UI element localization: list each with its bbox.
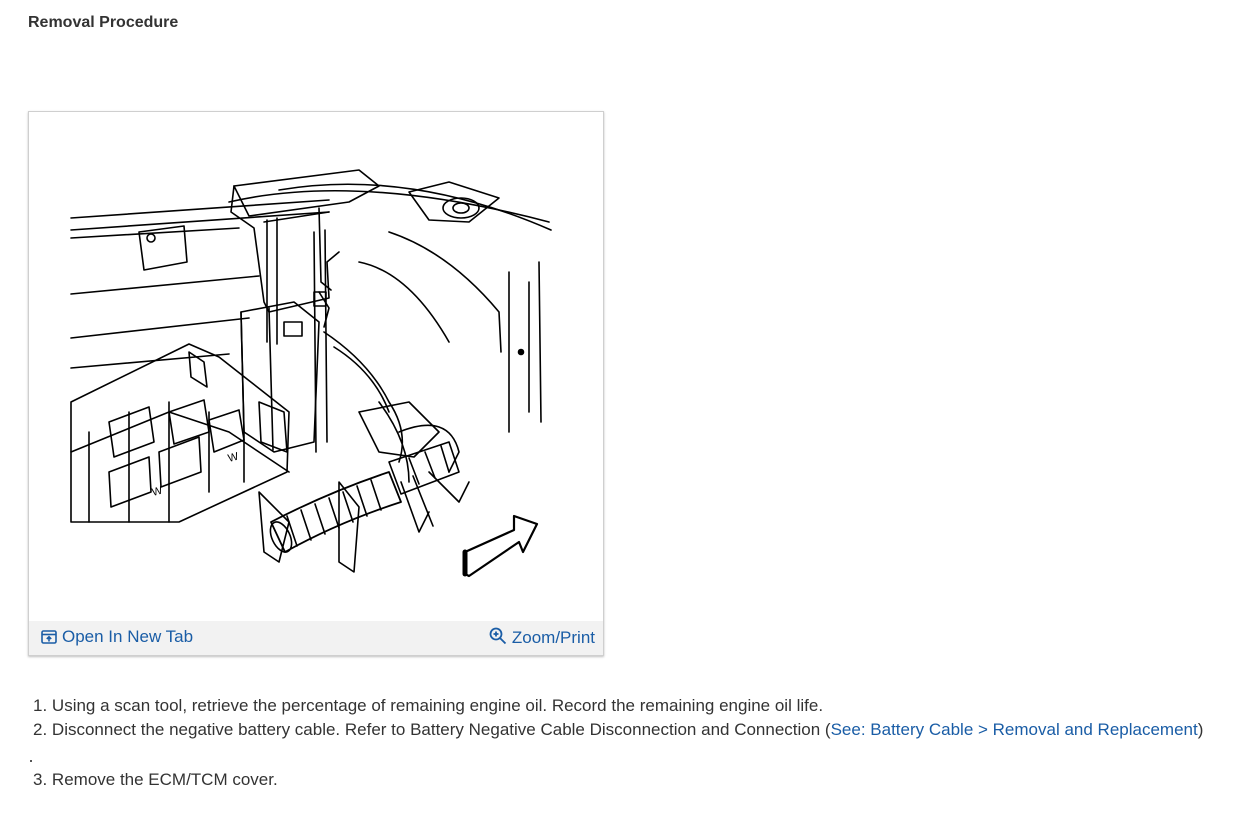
step-text-suffix: ) xyxy=(1197,720,1204,739)
zoom-print-link[interactable]: Zoom/Print xyxy=(489,627,595,648)
step-2: 2. Disconnect the negative battery cable… xyxy=(33,718,1203,742)
ecm-cover-removal-diagram: W W xyxy=(70,169,552,578)
step-number: 1. xyxy=(33,696,48,715)
step-number: 2. xyxy=(33,720,48,739)
step-text: Disconnect the negative battery cable. R… xyxy=(51,720,831,739)
diagram-mark-w-2: W xyxy=(227,450,241,464)
step-text: Using a scan tool, retrieve the percenta… xyxy=(51,696,824,715)
open-in-new-tab-icon xyxy=(41,630,57,644)
divider-dot xyxy=(30,760,32,762)
battery-cable-link[interactable]: See: Battery Cable > Removal and Replace… xyxy=(830,720,1198,739)
section-heading: Removal Procedure xyxy=(28,14,179,31)
step-3: 3. Remove the ECM/TCM cover. xyxy=(33,768,1203,792)
open-in-new-tab-link[interactable]: Open In New Tab xyxy=(41,627,193,647)
step-number: 3. xyxy=(33,770,48,789)
step-text: Remove the ECM/TCM cover. xyxy=(51,770,278,789)
figure-container: W W Open In New Tab Zoom/Print xyxy=(28,111,604,656)
step-1: 1. Using a scan tool, retrieve the perce… xyxy=(33,694,1203,718)
procedure-steps: 1. Using a scan tool, retrieve the perce… xyxy=(33,694,1203,792)
zoom-in-icon xyxy=(489,627,506,645)
diagram-mark-w-1: W xyxy=(151,484,165,498)
figure-toolbar: Open In New Tab Zoom/Print xyxy=(29,621,603,655)
open-in-new-tab-label: Open In New Tab xyxy=(62,627,194,646)
zoom-print-label: Zoom/Print xyxy=(511,628,595,647)
